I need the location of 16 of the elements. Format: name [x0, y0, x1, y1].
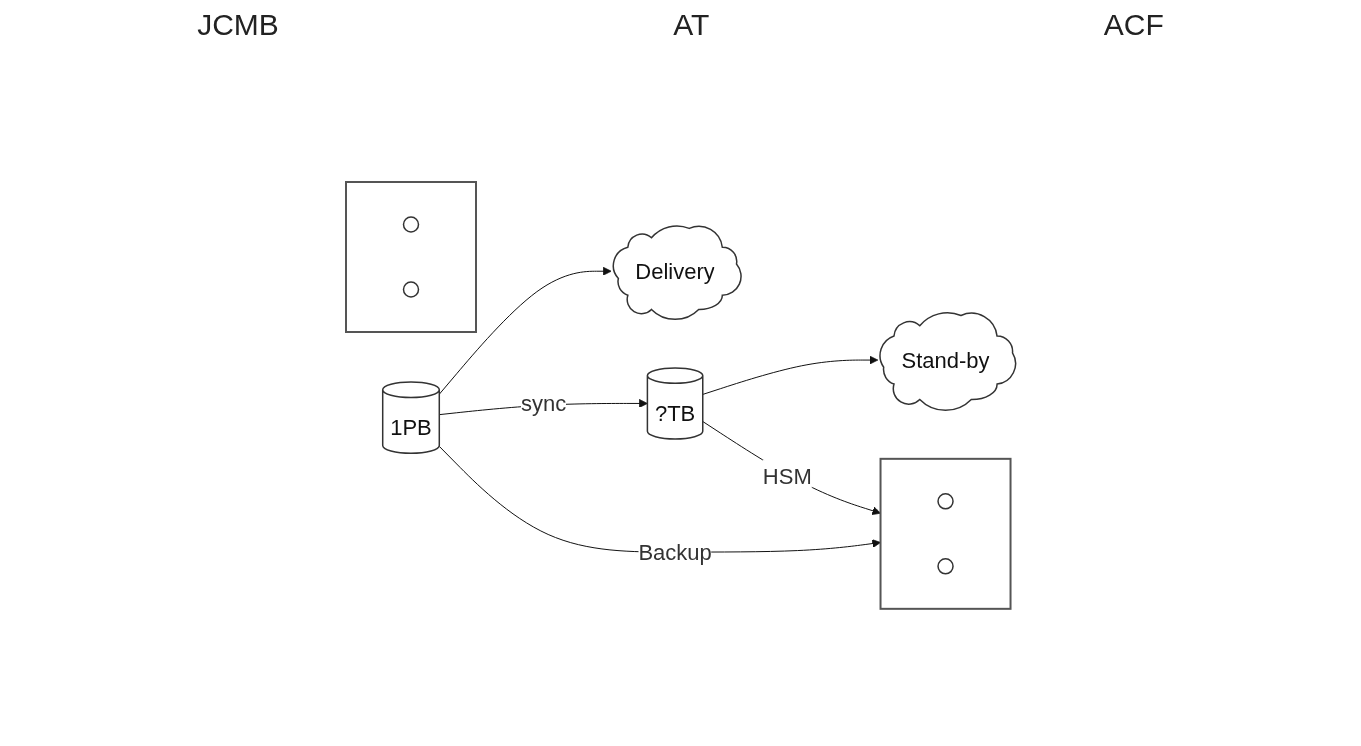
node-circle: [937, 492, 954, 510]
edge-label: sync: [520, 390, 566, 416]
column-heading: AT: [673, 8, 710, 42]
arrow: [702, 355, 878, 395]
edge-label: HSM: [762, 463, 812, 489]
arrow: [702, 420, 881, 515]
node-circle: [402, 215, 419, 233]
column-heading: ACF: [1103, 8, 1164, 42]
arrow: [438, 445, 881, 553]
edge-label: Backup: [638, 539, 712, 565]
cluster: [344, 180, 477, 333]
cluster: [879, 457, 1012, 610]
arrow: [438, 266, 612, 395]
node-circle: [937, 557, 954, 575]
node-circle: [402, 280, 419, 298]
column-heading: JCMB: [197, 8, 279, 42]
